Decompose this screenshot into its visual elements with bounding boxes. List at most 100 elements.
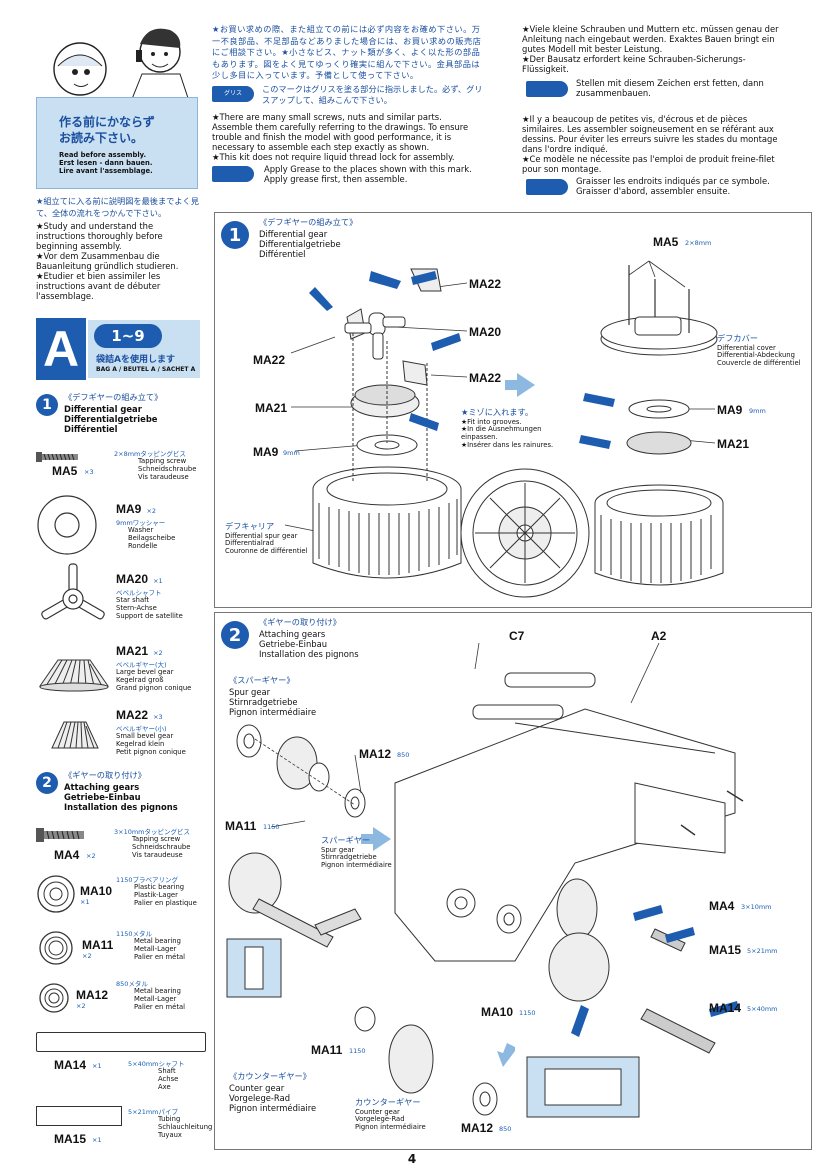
small-bevel-gear-icon (51, 721, 99, 749)
d2-label-ma11-b: MA11 (311, 1043, 343, 1057)
d1-label-ma22-top: MA22 (469, 277, 502, 291)
intro-right-de1: ★Viele kleine Schrauben und Muttern etc.… (522, 24, 779, 54)
d1-label-ma20: MA20 (469, 325, 502, 339)
part-ma21-size: ベベルギヤー(大) (116, 661, 167, 669)
part-ma4: MA4 ×2 3×10mmタッピングビス Tapping screw Schne… (36, 824, 206, 868)
diagram1-jp: 《デフギヤーの組み立て》 (259, 217, 358, 227)
part-ma21-name-de: Kegelrad groß (116, 675, 164, 684)
d2-counter2-de: Vorgelege-Rad (355, 1115, 405, 1124)
part-ma15-size: 5×21mmパイプ (128, 1108, 179, 1116)
intro-right-fr1: ★Il y a beaucoup de petites vis, d'écrou… (522, 114, 778, 154)
d2-label-ma4: MA4 (709, 899, 735, 913)
part-ma12-name-fr: Palier en métal (134, 1002, 186, 1011)
part-ma22: MA22 ×3 ベベルギヤー(小) Small bevel gear Kegel… (36, 704, 206, 758)
part-ma4-qty: ×2 (86, 852, 96, 860)
intro-left-de: ★Vor dem Zusammenbau die Bauanleitung gr… (36, 251, 179, 271)
part-ma14-id: MA14 (54, 1058, 87, 1072)
d2-label-ma10-n: 1150 (519, 1009, 536, 1017)
diagram1-num: 1 (221, 221, 249, 249)
part-ma11-name-en: Metal bearing (134, 937, 181, 945)
d1-carrier-label: デフキャリア Differential spur gear Differenti… (225, 521, 335, 556)
intro-right-fr2: ★Ce modèle ne nécessite pas l'emploi de … (522, 154, 775, 174)
grease-mark-icon (526, 179, 568, 195)
differential-exploded-drawing (284, 260, 724, 598)
part-ma14-name-en: Shaft (158, 1067, 176, 1075)
d1-grooves-note: ★ミゾに入れます。 ★Fit into grooves. ★In die Aus… (461, 407, 571, 450)
metal-bearing-icon (39, 931, 73, 965)
intro-left-jp: ★組立てに入る前に説明図を最後までよく見て、全体の流れをつかんで下さい。 (36, 196, 199, 218)
d1-label-ma9: MA9 (253, 445, 279, 459)
part-ma20-id: MA20 (116, 572, 149, 586)
star-shaft-icon (41, 563, 105, 620)
d2-counter-en: Counter gear (229, 1082, 285, 1093)
part-ma20-name-de: Stern-Achse (116, 603, 157, 612)
d1-label-ma5: MA5 (653, 235, 679, 249)
d2-spur-en: Spur gear (229, 686, 271, 697)
part-ma12-name-de: Metall-Lager (134, 994, 177, 1003)
d1-label-ma9-size: 9mm (283, 449, 300, 457)
part-ma12-name-en: Metal bearing (134, 987, 181, 995)
parts-step2-de: Getriebe-Einbau (64, 791, 141, 802)
gearbox-exploded-drawing (226, 642, 744, 1118)
d2-label-ma15: MA15 (709, 943, 742, 957)
grease-jp: このマークはグリスを塗る部分に指示しました。必ず、グリスアップして、組みこんで下… (262, 83, 483, 106)
part-ma12-id: MA12 (76, 988, 109, 1002)
part-ma10-size: 1150プラベアリング (116, 876, 179, 884)
grease-mark-icon (526, 81, 568, 97)
intro-left-fr: ★Etudier et bien assimiler les instructi… (36, 271, 161, 301)
d1-grooves-jp: ★ミゾに入れます。 (461, 407, 534, 417)
part-ma4-id: MA4 (54, 848, 80, 862)
diagram1-en: Differential gear (259, 228, 328, 239)
part-ma15-name-en: Tubing (158, 1115, 181, 1123)
part-ma9-id: MA9 (116, 502, 142, 516)
d2-spur-title: 《スパーギヤー》 Spur gear Stirnradgetriebe Pign… (229, 675, 349, 717)
part-ma15: MA15 ×1 5×21mmパイプ Tubing Schlauchleitung… (36, 1104, 216, 1148)
bag-label: BAG A / BEUTEL A / SACHET A (96, 366, 196, 373)
part-ma9-name-fr: Rondelle (128, 541, 158, 550)
d1-label-ma21-right: MA21 (717, 437, 750, 451)
read-notice-panel: 作る前にかならず お読み下さい。 Read before assembly. E… (36, 97, 198, 189)
parts-step2-jp: 《ギヤーの取り付け》 (64, 770, 146, 780)
d2-label-ma15-n: 5×21mm (747, 947, 778, 955)
part-ma4-name-en: Tapping screw (132, 835, 181, 843)
d2-label-ma11: MA11 (225, 819, 257, 833)
d2-label-ma11-n: 1150 (263, 823, 280, 831)
d1-label-ma5-size: 2×8mm (685, 239, 712, 247)
d2-label-ma10: MA10 (481, 1005, 514, 1019)
parts-step2-en: Attaching gears (64, 781, 140, 792)
d2-spur2-jp: スパーギヤー (321, 835, 371, 845)
diagram-step1: 1 《デフギヤーの組み立て》 Differential gear Differe… (214, 212, 812, 608)
bag-range: 1~9 (94, 324, 162, 348)
part-ma11-qty: ×2 (82, 952, 92, 960)
d2-spur-jp: 《スパーギヤー》 (229, 675, 295, 685)
d2-counter2-en: Counter gear (355, 1107, 400, 1116)
d2-spur-fr: Pignon intermédiaire (229, 706, 317, 717)
diagram1-de: Differentialgetriebe (259, 238, 341, 249)
part-ma14-name-fr: Axe (158, 1082, 171, 1091)
diagram2-de: Getriebe-Einbau (259, 638, 328, 649)
grease-fr: Graisser les endroits indiqués par ce sy… (576, 176, 770, 196)
d1-label-ma9-right: MA9 (717, 403, 743, 417)
d2-label-a2: A2 (651, 629, 667, 643)
bag-letter: A (36, 318, 86, 380)
parts-step1-num: 1 (36, 394, 58, 416)
intro-right-de2: ★Der Bausatz erfordert keine Schrauben-S… (522, 54, 746, 74)
d2-label-ma12-b: MA12 (461, 1121, 494, 1135)
diagram1-fr: Différentiel (259, 248, 306, 259)
part-ma21: MA21 ×2 ベベルギヤー(大) Large bevel gear Kegel… (36, 640, 206, 698)
part-ma20: MA20 ×1 ベベルシャフト Star shaft Stern-Achse S… (36, 562, 206, 636)
bag-banner: A 1~9 袋詰Aを使用します BAG A / BEUTEL A / SACHE… (36, 318, 200, 380)
d1-grooves-fr: ★Insérer dans les rainures. (461, 440, 554, 449)
parts-step1-de: Differentialgetriebe (64, 413, 158, 424)
part-ma10-id: MA10 (80, 884, 113, 898)
d1-grooves-en: ★Fit into grooves. (461, 417, 522, 426)
d2-spur2-de: Stirnradgetriebe (321, 853, 377, 862)
d2-label-ma11-b-n: 1150 (349, 1047, 366, 1055)
d2-spur2-en: Spur gear (321, 845, 355, 854)
part-ma21-name-fr: Grand pignon conique (116, 683, 192, 692)
notice-en: Read before assembly. (59, 151, 147, 159)
part-ma11-name-de: Metall-Lager (134, 944, 177, 953)
parts-step1-en: Differential gear (64, 403, 142, 414)
part-ma22-name-de: Kegelrad klein (116, 739, 165, 748)
d1-label-ma22-left: MA22 (253, 353, 286, 367)
